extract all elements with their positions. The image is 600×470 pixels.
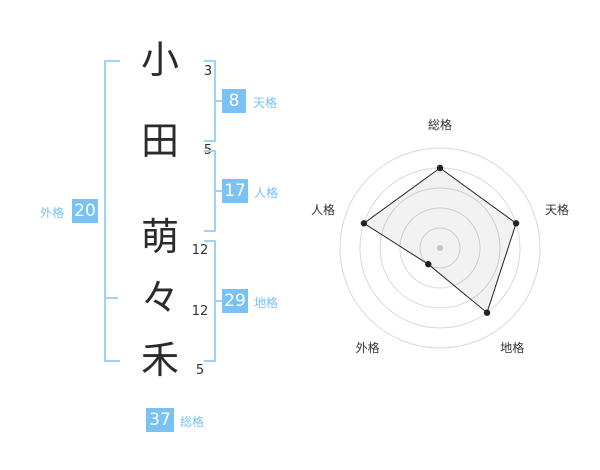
radar-ring (419, 227, 461, 269)
chikaku-value: 29 (222, 289, 248, 313)
name-char-1: 小 (140, 38, 179, 82)
tenkaku-value: 8 (222, 89, 246, 113)
stroke-count-1: 3 (203, 64, 213, 79)
radar-ring (379, 187, 501, 309)
radar-axis-label-3: 地格 (500, 340, 525, 355)
name-char-3: 萌 (140, 215, 179, 259)
tenkaku-connector (214, 100, 222, 102)
tenkaku-label: 天格 (253, 96, 278, 110)
stroke-count-4: 12 (191, 304, 209, 319)
gaikaku-label: 外格 (40, 206, 65, 220)
soukaku-value: 37 (146, 408, 174, 432)
jinkaku-value: 17 (222, 179, 248, 203)
gaikaku-bracket (104, 60, 120, 362)
chikaku-label: 地格 (254, 296, 279, 310)
jinkaku-connector (214, 190, 222, 192)
radar-point-3 (483, 309, 491, 316)
name-char-2: 田 (140, 119, 179, 163)
radar-ring (399, 207, 481, 289)
stroke-count-5: 5 (195, 363, 205, 378)
radar-axis-label-2: 天格 (544, 202, 569, 217)
gaikaku-bracket-tick (104, 297, 118, 299)
radar-axis-label-1: 総格 (427, 118, 453, 132)
soukaku-label: 総格 (180, 415, 205, 429)
name-char-4: 々 (140, 276, 179, 320)
radar-center (437, 245, 443, 251)
name-char-5: 禾 (140, 338, 179, 382)
radar-axis-label-5: 人格 (311, 202, 336, 217)
radar-axis-label-4: 外格 (355, 340, 380, 355)
radar-point-1 (436, 164, 444, 172)
gaikaku-value: 20 (72, 199, 98, 223)
stroke-count-3: 12 (191, 243, 209, 258)
radar-ring (339, 147, 541, 349)
radar-polygon (363, 167, 517, 314)
radar-point-4 (425, 260, 432, 268)
jinkaku-label: 人格 (254, 186, 279, 200)
chikaku-connector (214, 300, 222, 302)
radar-point-2 (512, 220, 520, 227)
radar-point-5 (360, 220, 368, 227)
